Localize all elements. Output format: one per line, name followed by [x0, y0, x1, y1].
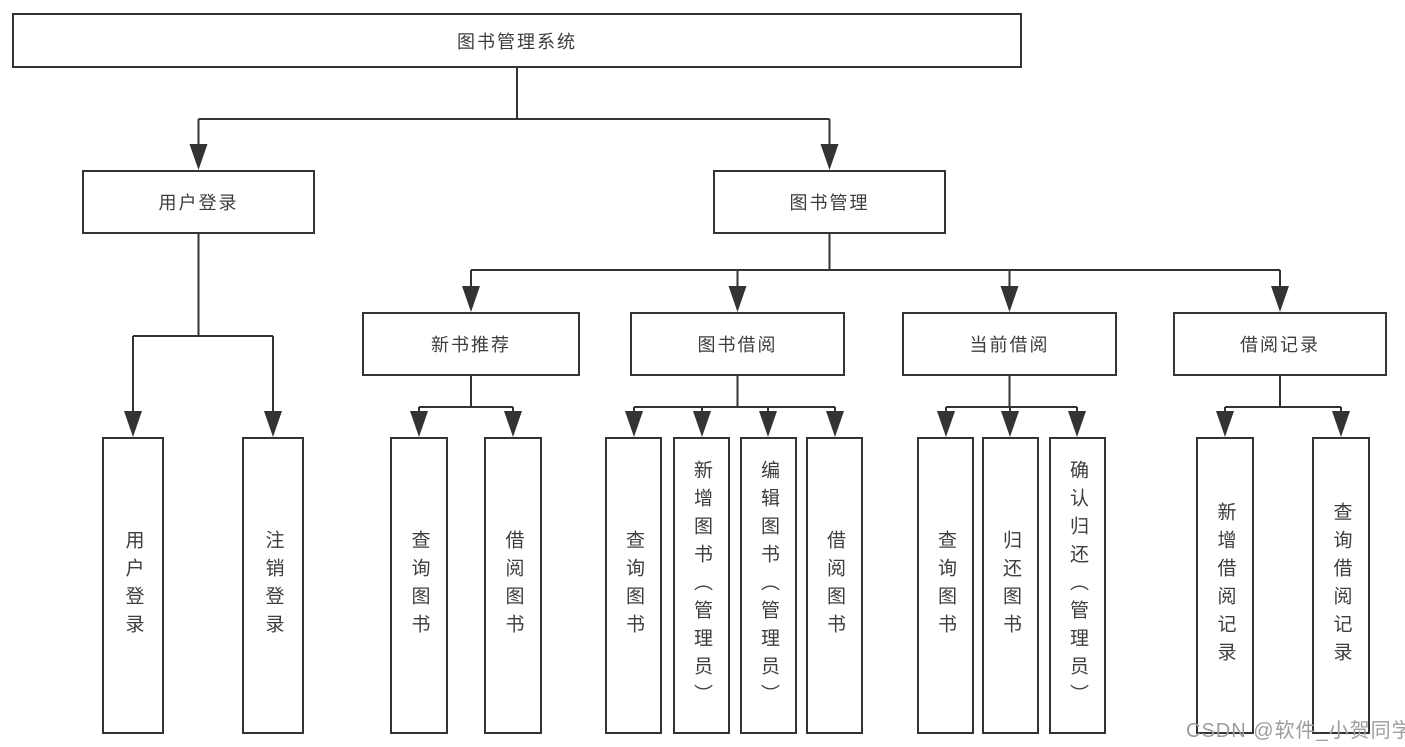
node-book-borrow: 图书借阅 [630, 312, 845, 376]
watermark-text: CSDN @软件_小贺同学 [1186, 720, 1405, 742]
node-root: 图书管理系统 [12, 13, 1022, 68]
leaf-query-borrow-record: 查询借阅记录 [1312, 437, 1370, 734]
leaf-logout: 注销登录 [242, 437, 304, 734]
leaf-borrow-books-borrow: 借阅图书 [806, 437, 863, 734]
leaf-query-books-borrow: 查询图书 [605, 437, 662, 734]
node-user-login: 用户登录 [82, 170, 315, 234]
leaf-user-login: 用户登录 [102, 437, 164, 734]
node-current-borrow: 当前借阅 [902, 312, 1117, 376]
leaf-edit-book-admin: 编辑图书（管理员） [740, 437, 797, 734]
leaf-return-books: 归还图书 [982, 437, 1039, 734]
node-book-management: 图书管理 [713, 170, 946, 234]
leaf-borrow-books-recommend: 借阅图书 [484, 437, 542, 734]
leaf-query-books-current: 查询图书 [917, 437, 974, 734]
leaf-query-books-recommend: 查询图书 [390, 437, 448, 734]
leaf-add-book-admin: 新增图书（管理员） [673, 437, 730, 734]
node-new-book-recommend: 新书推荐 [362, 312, 580, 376]
node-borrow-records: 借阅记录 [1173, 312, 1387, 376]
leaf-confirm-return-admin: 确认归还（管理员） [1049, 437, 1106, 734]
leaf-add-borrow-record: 新增借阅记录 [1196, 437, 1254, 734]
